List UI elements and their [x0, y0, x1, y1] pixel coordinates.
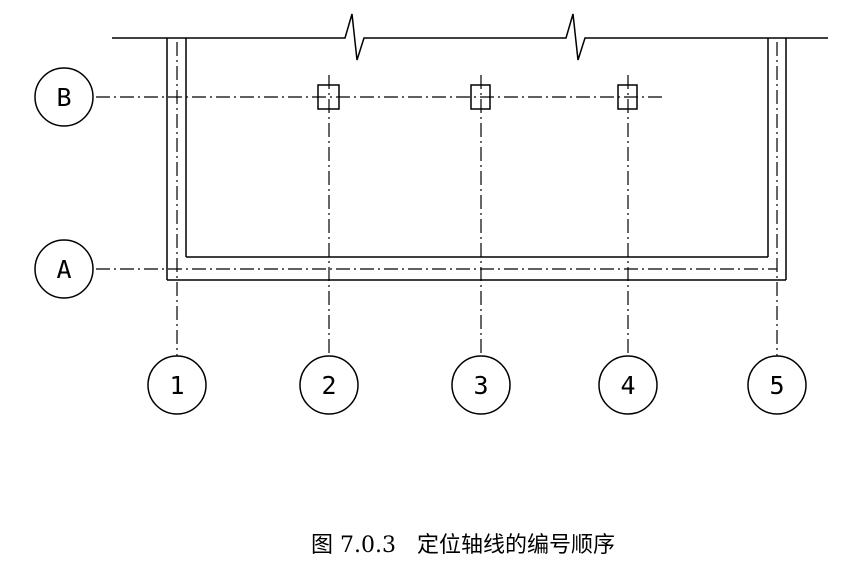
figure-caption: 图 7.0.3 定位轴线的编号顺序 — [311, 533, 615, 558]
axis-label-5: 5 — [769, 371, 784, 400]
axis-label-a: A — [56, 255, 71, 284]
axis-bubble-b: B — [34, 67, 94, 127]
axis-bubble-3: 3 — [451, 355, 511, 415]
axis-bubble-a: A — [34, 239, 94, 299]
axis-label-3: 3 — [473, 371, 488, 400]
axis-label-2: 2 — [321, 371, 336, 400]
axis-label-1: 1 — [169, 371, 184, 400]
axis-label-b: B — [56, 83, 71, 112]
top-break-line — [112, 13, 828, 61]
axis-bubble-2: 2 — [299, 355, 359, 415]
axis-label-4: 4 — [620, 371, 635, 400]
axis-bubble-5: 5 — [747, 355, 807, 415]
axis-bubble-4: 4 — [598, 355, 658, 415]
axis-bubble-1: 1 — [147, 355, 207, 415]
